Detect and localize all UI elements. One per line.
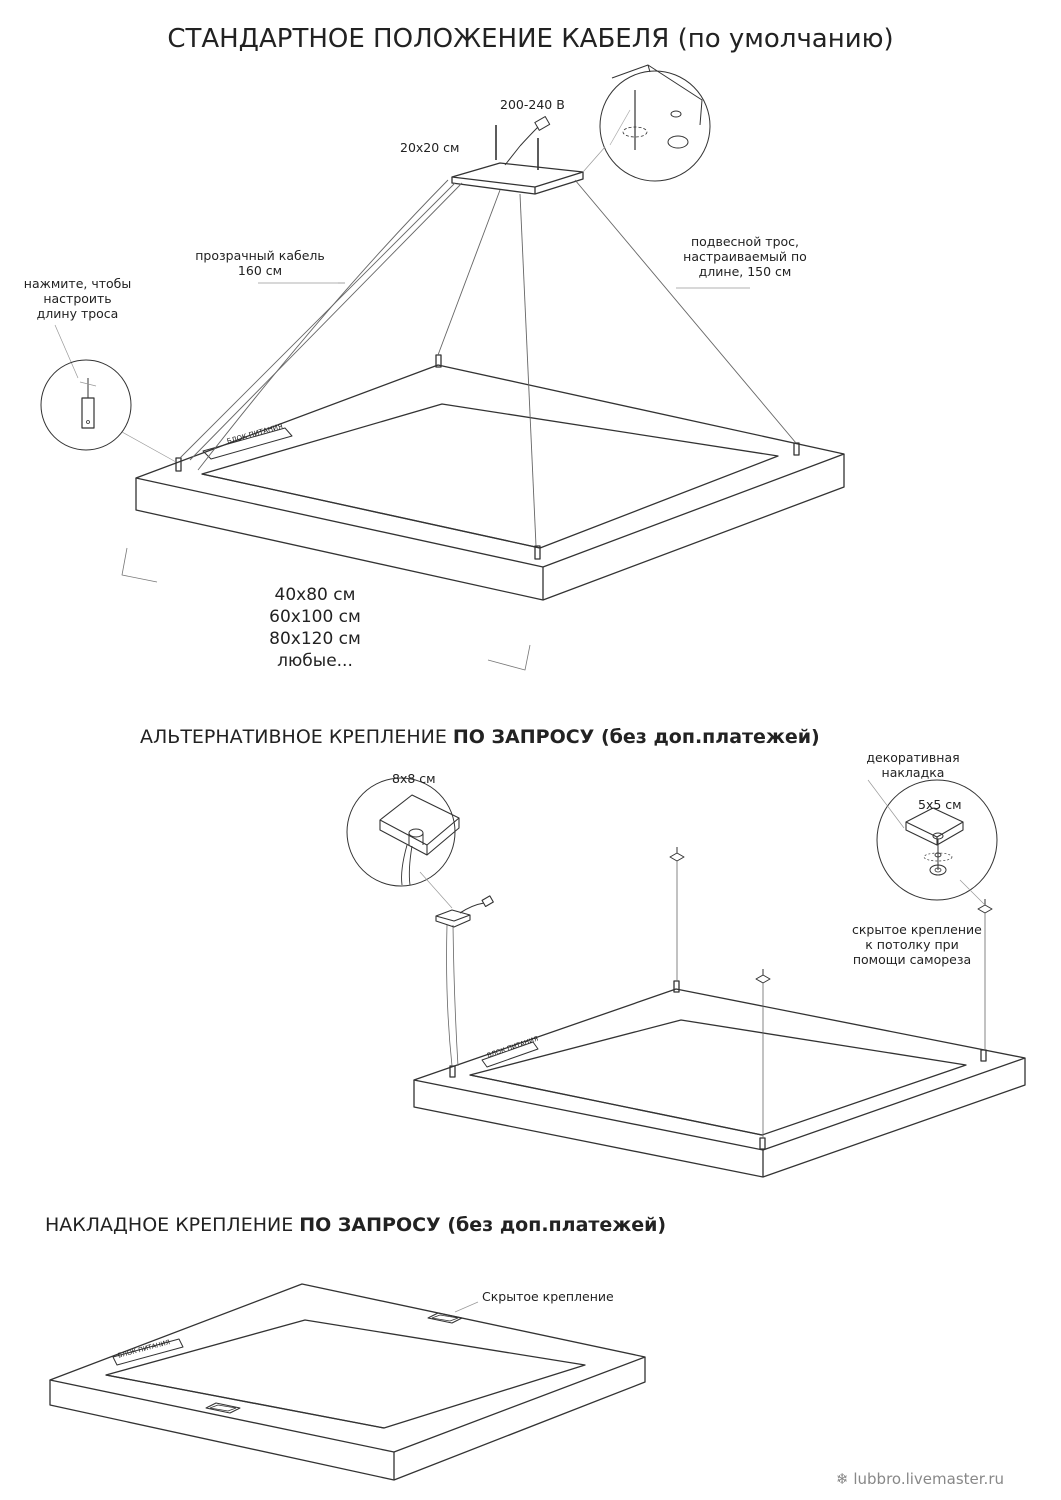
section2-title-regular: АЛЬТЕРНАТИВНОЕ КРЕПЛЕНИЕ bbox=[140, 726, 453, 748]
canopy-screw-icon bbox=[495, 125, 539, 170]
section3-title: НАКЛАДНОЕ КРЕПЛЕНИЕ ПО ЗАПРОСУ (без доп.… bbox=[45, 1214, 666, 1236]
canopy-size-label: 20x20 см bbox=[400, 140, 460, 155]
surface-hidden-mount-label: Скрытое крепление bbox=[482, 1289, 614, 1304]
ceiling-mount-points bbox=[669, 847, 993, 984]
section1-title: СТАНДАРТНОЕ ПОЛОЖЕНИЕ КАБЕЛЯ (по умолчан… bbox=[167, 24, 894, 54]
hidden-mount-label: скрытое крепление к потолку при помощи с… bbox=[852, 922, 982, 967]
section3-title-regular: НАКЛАДНОЕ КРЕПЛЕНИЕ bbox=[45, 1214, 300, 1236]
decor-cover-line-1: декоративная bbox=[866, 750, 960, 765]
voltage-label: 200-240 В bbox=[500, 97, 565, 112]
canopy-8x8-label: 8x8 см bbox=[392, 771, 436, 786]
lamp-frame-3 bbox=[49, 1283, 646, 1481]
clear-cable-line-1: прозрачный кабель bbox=[195, 248, 325, 263]
clear-cable-label: прозрачный кабель 160 см bbox=[190, 248, 330, 278]
hidden-mount-line-1: скрытое крепление bbox=[852, 922, 982, 937]
press-label-line-2: настроить bbox=[43, 291, 112, 306]
leader-lines-1 bbox=[54, 282, 750, 463]
watermark: ❄ lubbro.livemaster.ru bbox=[836, 1470, 1004, 1488]
detail-circle-ceiling-screw bbox=[599, 64, 711, 182]
press-label-line-1: нажмите, чтобы bbox=[23, 276, 132, 291]
suspension-cables bbox=[179, 179, 797, 547]
press-to-adjust-label: нажмите, чтобы настроить длину троса bbox=[10, 276, 145, 321]
detail-circle-adjuster bbox=[40, 359, 132, 451]
clear-cable-line-2: 160 см bbox=[237, 263, 283, 278]
ceiling-canopy-20x20 bbox=[451, 162, 584, 195]
detail-circle-cover-5x5 bbox=[867, 779, 998, 906]
dimension-marks bbox=[121, 547, 531, 671]
suspension-line-1: подвесной трос, bbox=[690, 234, 800, 249]
decor-cover-line-2: накладка bbox=[881, 765, 945, 780]
alt-cables bbox=[446, 861, 986, 1138]
small-canopy-8x8 bbox=[435, 895, 494, 928]
suspension-line-3: длине, 150 см bbox=[698, 264, 792, 279]
watermark-text: lubbro.livemaster.ru bbox=[853, 1470, 1004, 1488]
section3-title-bold: ПО ЗАПРОСУ (без доп.платежей) bbox=[299, 1214, 667, 1236]
detail-circle-canopy-8x8 bbox=[346, 777, 460, 909]
decor-cover-label: декоративная накладка bbox=[858, 750, 968, 780]
size-options: 40x80 см 60x100 см 80x120 см любые... bbox=[250, 584, 380, 672]
press-label-line-3: длину троса bbox=[36, 306, 119, 321]
lamp-frame-2 bbox=[413, 980, 1026, 1178]
hidden-mount-line-2: к потолку при bbox=[865, 937, 959, 952]
size-option-4: любые... bbox=[277, 651, 353, 671]
snowflake-icon: ❄ bbox=[836, 1470, 849, 1488]
suspension-cable-label: подвесной трос, настраиваемый по длине, … bbox=[680, 234, 810, 279]
size-option-2: 60x100 см bbox=[269, 607, 361, 627]
hidden-mount-plate bbox=[205, 1301, 479, 1414]
power-plug-icon bbox=[519, 116, 551, 147]
lamp-frame-1 bbox=[135, 354, 845, 601]
size-option-1: 40x80 см bbox=[274, 585, 356, 605]
section2-title-bold: ПО ЗАПРОСУ (без доп.платежей) bbox=[452, 726, 820, 748]
size-option-3: 80x120 см bbox=[269, 629, 361, 649]
section2-title: АЛЬТЕРНАТИВНОЕ КРЕПЛЕНИЕ ПО ЗАПРОСУ (без… bbox=[140, 726, 820, 748]
hidden-mount-line-3: помощи самореза bbox=[852, 952, 972, 967]
cover-5x5-label: 5x5 см bbox=[918, 797, 962, 812]
suspension-line-2: настраиваемый по bbox=[683, 249, 807, 264]
